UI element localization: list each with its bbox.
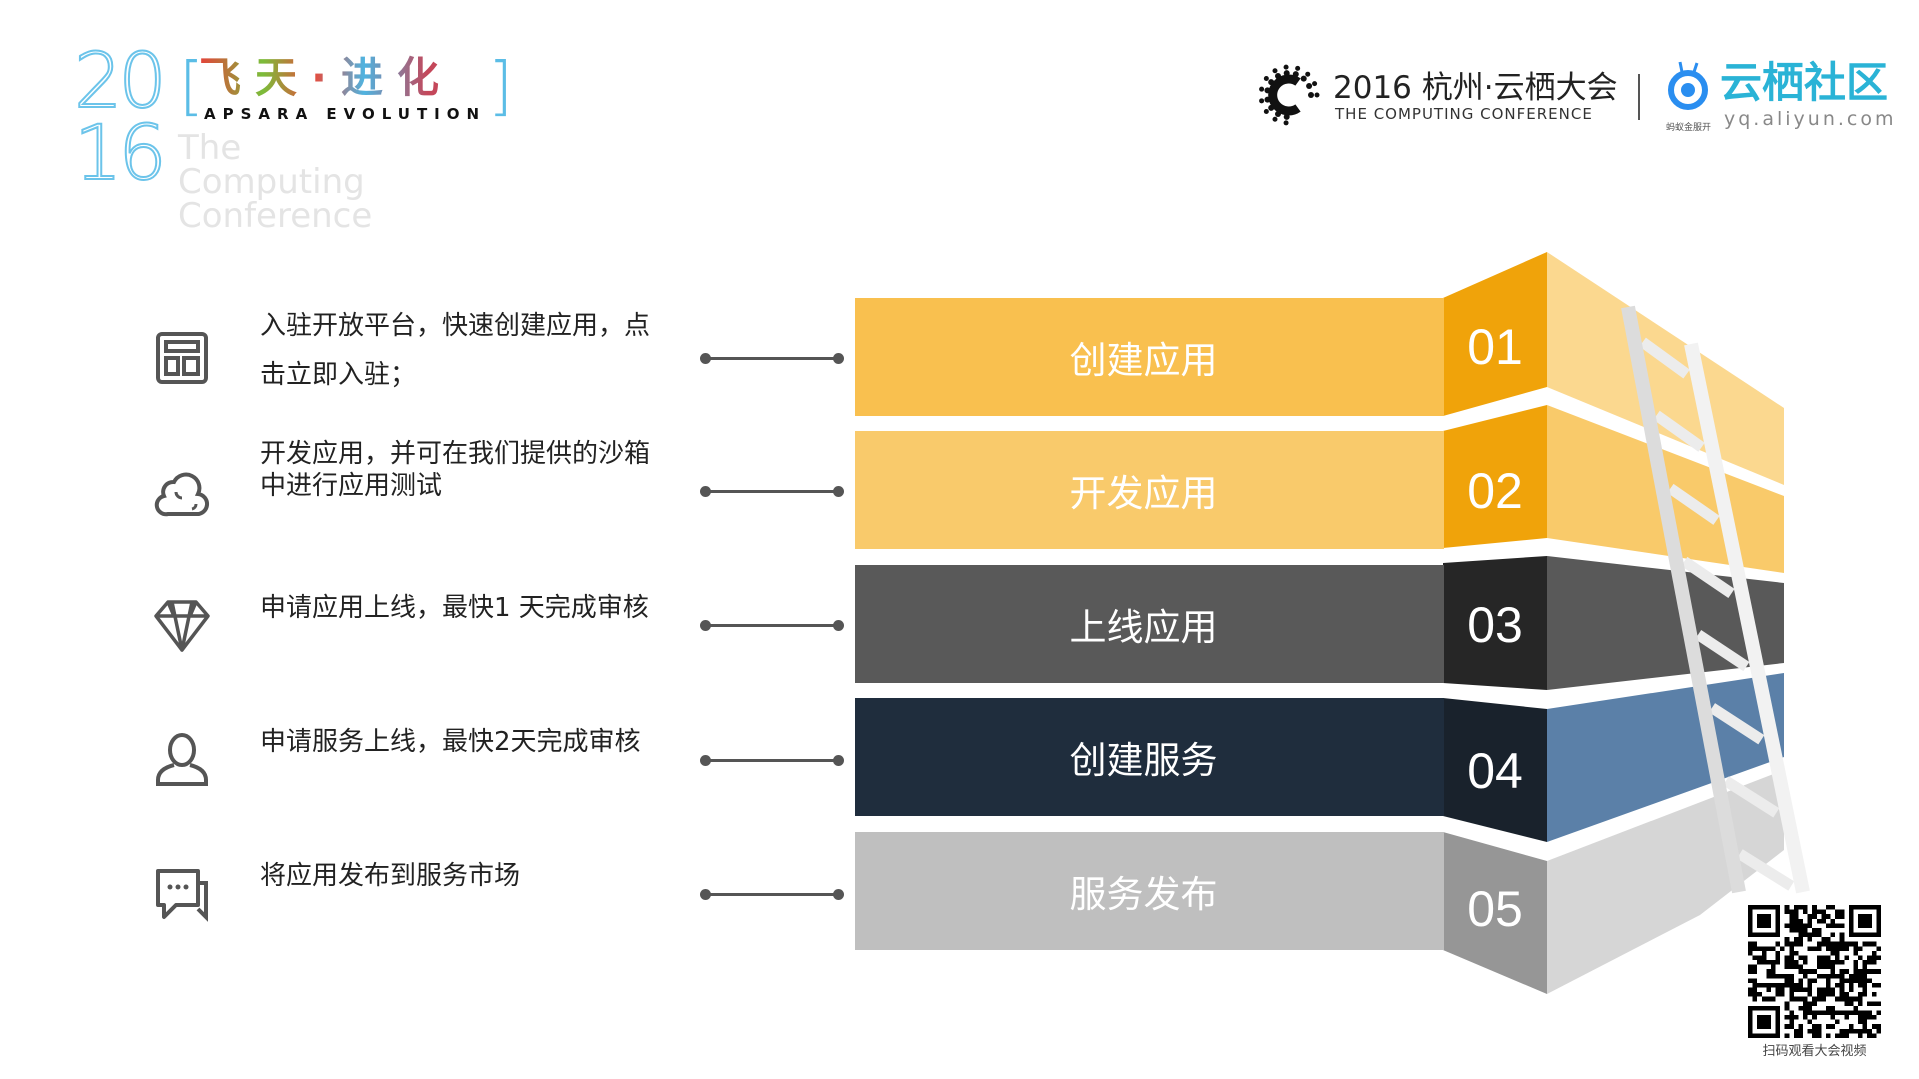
conference-subtitle: THE COMPUTING CONFERENCE [1335, 105, 1593, 123]
computing-conference-icon [1259, 64, 1320, 126]
connector-line [700, 889, 844, 900]
chat-icon [154, 867, 210, 923]
diamond-icon [154, 596, 210, 652]
qr-code [1748, 905, 1881, 1038]
yunqi-mascot-icon [1668, 61, 1708, 110]
step-number-box [1443, 698, 1547, 842]
step-number: 03 [1467, 597, 1523, 653]
step-description: 入驻开放平台，快速创建应用，点 [260, 311, 651, 341]
ladder-illustration [1621, 305, 1810, 894]
step-label: 创建服务 [1069, 739, 1218, 782]
conference-logos: 2016 杭州·云栖大会 THE COMPUTING CONFERENCE 云栖… [1258, 58, 1894, 134]
logo-title-en: APSARA EVOLUTION [204, 105, 487, 123]
step-number-box [1443, 556, 1547, 690]
connector-line [700, 486, 844, 497]
step-label: 服务发布 [1069, 873, 1218, 916]
step-number: 02 [1467, 463, 1523, 519]
user-icon [154, 732, 210, 788]
step-number: 04 [1467, 743, 1523, 799]
community-small-text: 蚂蚁金服开 [1666, 123, 1712, 133]
community-title: 云栖社区 [1720, 58, 1889, 107]
step-label: 创建应用 [1069, 339, 1218, 382]
step-bar[interactable]: 服务发布 [855, 832, 1444, 950]
step-description: 申请服务上线，最快2天完成审核 [260, 727, 641, 757]
cloud-icon [154, 464, 210, 520]
logo-ghost-text: Conference [178, 196, 373, 236]
step-number-box [1443, 405, 1547, 548]
step-side-face [1547, 252, 1784, 485]
step-number: 01 [1467, 319, 1523, 375]
step-bar[interactable]: 上线应用 [855, 565, 1444, 683]
step-label: 开发应用 [1069, 472, 1218, 515]
qr-caption: 扫码观看大会视频 [1762, 1044, 1867, 1059]
logo-bracket-right: ] [488, 50, 513, 124]
step-bar[interactable]: 创建服务 [855, 698, 1444, 816]
step-number-box [1443, 832, 1547, 994]
logo-ghost-text: Computing [178, 162, 365, 202]
step-description: 中进行应用测试 [260, 471, 443, 501]
layout-icon [154, 330, 210, 386]
step-description: 击立即入驻； [260, 360, 417, 390]
community-url: yq.aliyun.com [1724, 108, 1897, 130]
connector-line [700, 353, 844, 364]
logo-ghost-text: The [178, 128, 242, 168]
logo-bracket-left: [ [179, 50, 204, 124]
step-number: 05 [1467, 881, 1523, 937]
step-bar[interactable]: 创建应用 [855, 298, 1444, 416]
connector-line [700, 620, 844, 631]
logo-year-top: 20 [73, 36, 168, 125]
logo-divider [1638, 74, 1640, 120]
conference-title: 2016 杭州·云栖大会 [1333, 70, 1618, 106]
apsara-evolution-logo: The Computing Conference 20 16 [ ] 飞天·进化… [73, 36, 514, 247]
step-number-box [1443, 252, 1547, 416]
step-description: 将应用发布到服务市场 [260, 861, 521, 891]
logo-title-cn: 飞天·进化 [199, 53, 453, 102]
connector-line [700, 755, 844, 766]
step-label: 上线应用 [1069, 606, 1218, 649]
step-bar[interactable]: 开发应用 [855, 431, 1444, 549]
step-description: 申请应用上线，最快1 天完成审核 [260, 593, 649, 623]
logo-year-bottom: 16 [73, 108, 168, 197]
step-description: 开发应用，并可在我们提供的沙箱 [260, 439, 651, 469]
